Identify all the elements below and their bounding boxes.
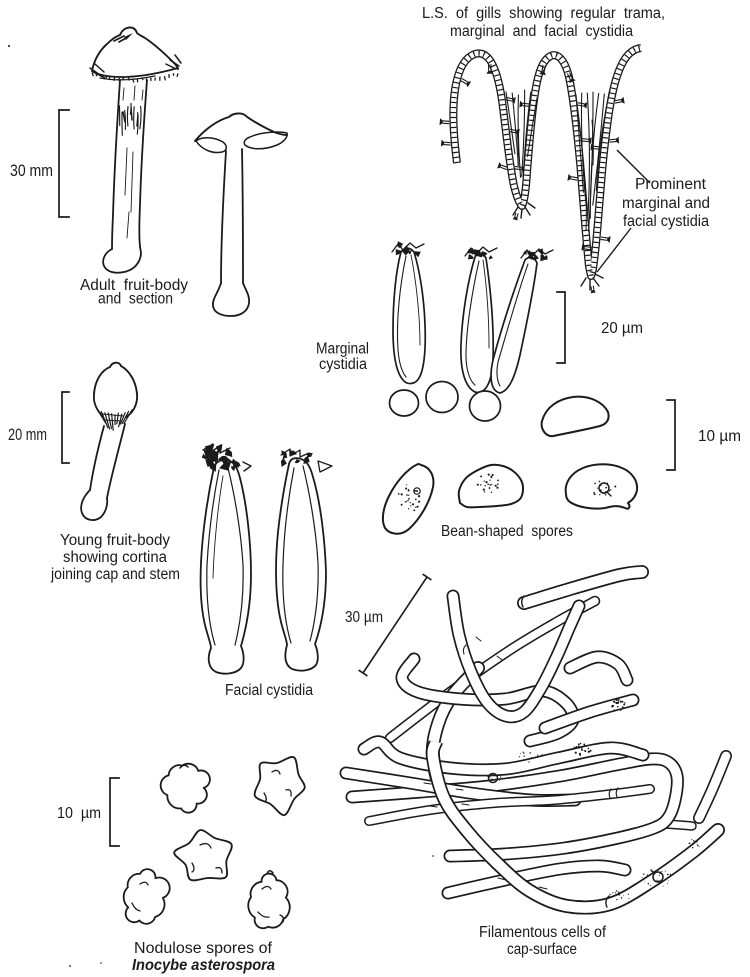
svg-text:Facial cystidia: Facial cystidia <box>225 682 313 699</box>
svg-text:Filamentous cells of: Filamentous cells of <box>479 924 607 941</box>
svg-text:20 µm: 20 µm <box>601 320 643 337</box>
svg-text:showing cortina: showing cortina <box>63 549 167 566</box>
svg-text:Marginal: Marginal <box>316 341 369 358</box>
svg-text:Prominent: Prominent <box>635 176 707 193</box>
svg-text:Bean-shaped spores: Bean-shaped spores <box>441 523 573 540</box>
svg-text:joining cap and stem: joining cap and stem <box>50 566 180 583</box>
svg-text:and section: and section <box>98 291 173 308</box>
svg-text:30 µm: 30 µm <box>345 609 383 626</box>
svg-text:cap-surface: cap-surface <box>507 941 577 958</box>
svg-text:10 µm: 10 µm <box>57 805 101 822</box>
svg-text:Inocybe asterospora: Inocybe asterospora <box>132 957 275 974</box>
svg-text:marginal and: marginal and <box>622 195 710 212</box>
svg-text:facial cystidia: facial cystidia <box>623 213 709 230</box>
svg-text:L.S. of gills showing regu: L.S. of gills showing regular trama, <box>422 5 665 22</box>
svg-text:cystidia: cystidia <box>319 356 367 373</box>
svg-text:20 mm: 20 mm <box>8 426 47 444</box>
svg-text:Nodulose spores of: Nodulose spores of <box>134 940 273 957</box>
svg-text:10 µm: 10 µm <box>698 428 741 445</box>
svg-text:marginal and facial cystidi: marginal and facial cystidia <box>450 23 633 40</box>
svg-text:30 mm: 30 mm <box>10 162 53 180</box>
svg-text:Adult fruit-body: Adult fruit-body <box>80 277 188 294</box>
svg-text:Young fruit-body: Young fruit-body <box>60 532 170 549</box>
